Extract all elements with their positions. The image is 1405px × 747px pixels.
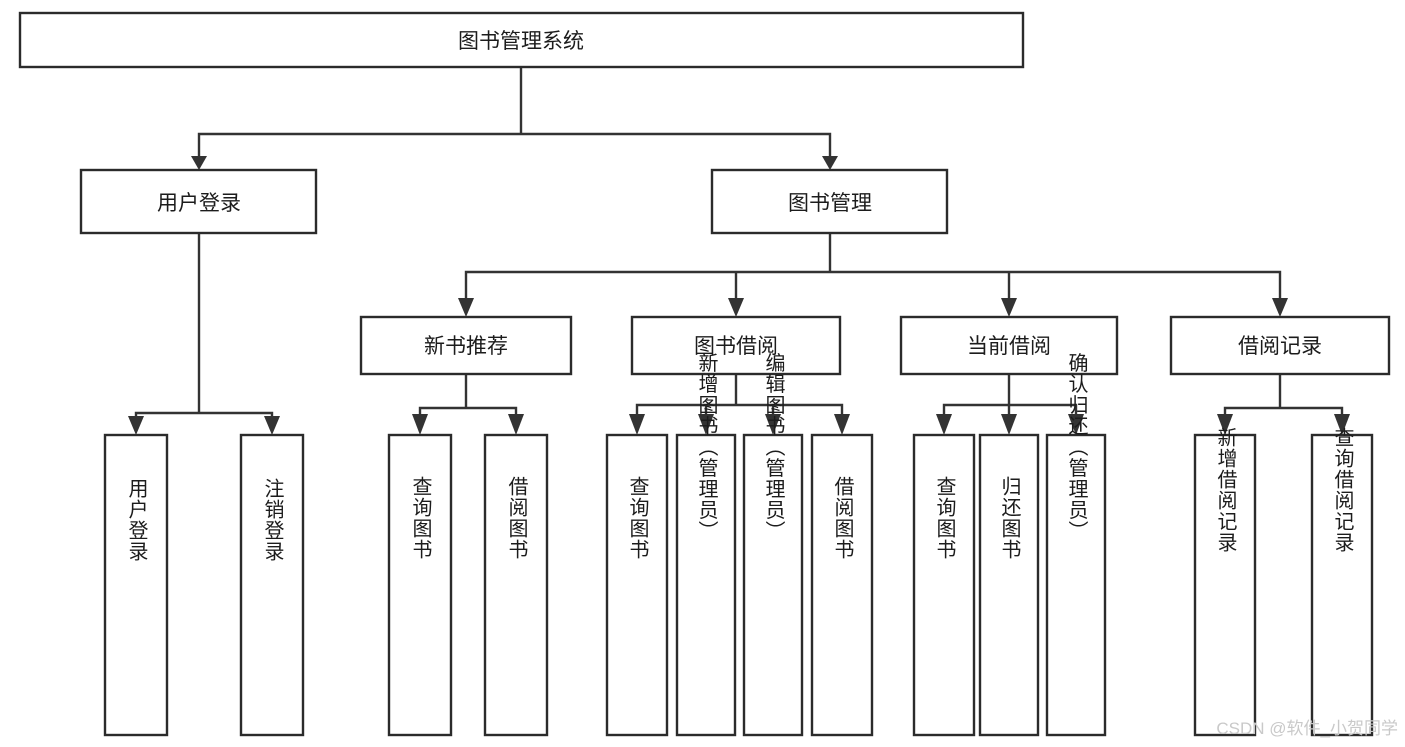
leaf-return-book-box[interactable] [978,433,1040,737]
leaf-return-book-label: 归还图书 [998,476,1021,560]
arrow-to-leaf-add-record [1217,414,1233,435]
arrow-to-leaf-query-book-1 [412,414,428,435]
book-manage-box[interactable] [710,168,949,235]
node-leaf-query-book-1[interactable]: 查询图书 [387,433,453,737]
node-leaf-add-record[interactable]: 新增借阅记录 [1193,427,1257,737]
borrow-record-box[interactable] [1169,315,1391,376]
current-borrow-label: 当前借阅 [967,335,1051,358]
node-leaf-add-book[interactable]: 新增图书（管理员） [675,352,737,737]
node-leaf-borrow-book-1[interactable]: 借阅图书 [483,433,549,737]
leaf-add-book-box[interactable] [675,433,737,737]
new-book-rec-label: 新书推荐 [424,335,508,358]
leaf-user-logout-label: 注销登录 [261,478,284,562]
leaf-borrow-book-2-label: 借阅图书 [831,476,854,560]
arrow-to-leaf-add-book [698,414,714,435]
leaf-confirm-return-box[interactable] [1045,433,1107,737]
node-leaf-user-login[interactable]: 用户登录 [103,433,169,737]
arrow-to-leaf-query-book-2 [629,414,645,435]
node-book-borrow[interactable]: 图书借阅 [630,315,842,376]
arrow-to-leaf-query-book-3 [936,414,952,435]
edge-book-manage-to-level3 [464,231,1282,302]
node-leaf-query-book-3[interactable]: 查询图书 [912,433,976,737]
leaf-query-book-2-label: 查询图书 [626,476,649,560]
leaf-query-book-1-box[interactable] [387,433,453,737]
arrow-to-leaf-borrow-book-1 [508,414,524,435]
leaf-borrow-book-1-box[interactable] [483,433,549,737]
leaf-user-login-label: 用户登录 [125,478,148,562]
leaf-add-book-label: 新增图书（管理员） [695,352,718,541]
node-leaf-edit-book[interactable]: 编辑图书（管理员） [742,352,804,737]
user-login-box[interactable] [79,168,318,235]
node-leaf-query-book-2[interactable]: 查询图书 [605,433,669,737]
edge-user-login-to-leaves [134,231,274,422]
leaf-add-record-label: 新增借阅记录 [1214,427,1237,553]
leaf-borrow-book-1-label: 借阅图书 [505,476,528,560]
arrow-to-new-book-rec [458,298,474,317]
arrow-to-leaf-edit-book [765,414,781,435]
csdn-watermark: CSDN @软件_小贺同学 [1216,719,1398,738]
leaf-confirm-return-label: 确认归还（管理员） [1065,352,1088,541]
node-current-borrow[interactable]: 当前借阅 [899,315,1119,376]
leaf-query-book-1-label: 查询图书 [409,476,432,560]
node-leaf-user-logout[interactable]: 注销登录 [239,433,305,737]
edge-current-borrow-to-leaves [942,372,1078,420]
new-book-rec-box[interactable] [359,315,573,376]
node-leaf-confirm-return[interactable]: 确认归还（管理员） [1045,352,1107,737]
arrow-to-user-login [191,156,207,170]
leaf-add-record-box[interactable] [1193,433,1257,737]
root-box[interactable] [18,11,1025,69]
arrow-to-leaf-borrow-book-2 [834,414,850,435]
edge-new-book-rec-to-leaves [418,372,518,420]
arrow-to-leaf-user-logout [264,416,280,435]
user-login-label: 用户登录 [157,192,241,215]
node-new-book-rec[interactable]: 新书推荐 [359,315,573,376]
leaf-user-login-box[interactable] [103,433,169,737]
current-borrow-box[interactable] [899,315,1119,376]
arrow-to-borrow-record [1272,298,1288,317]
leaf-query-book-2-box[interactable] [605,433,669,737]
leaf-query-book-3-box[interactable] [912,433,976,737]
node-leaf-return-book[interactable]: 归还图书 [978,433,1040,737]
borrow-record-label: 借阅记录 [1238,335,1322,358]
arrow-to-leaf-user-login [128,416,144,435]
node-leaf-borrow-book-2[interactable]: 借阅图书 [810,433,874,737]
node-user-login[interactable]: 用户登录 [79,168,318,235]
leaf-query-book-3-label: 查询图书 [933,476,956,560]
node-root[interactable]: 图书管理系统 [18,11,1025,69]
book-borrow-label: 图书借阅 [694,335,778,358]
edge-layer [128,65,1350,435]
arrow-to-leaf-query-record [1334,414,1350,435]
leaf-edit-book-box[interactable] [742,433,804,737]
book-borrow-box[interactable] [630,315,842,376]
leaf-user-logout-box[interactable] [239,433,305,737]
arrow-to-leaf-confirm-return [1068,414,1084,435]
node-borrow-record[interactable]: 借阅记录 [1169,315,1391,376]
edge-root-to-level2 [197,65,832,160]
edge-borrow-record-to-leaves [1223,372,1344,420]
edge-book-borrow-to-leaves [635,372,844,420]
arrow-to-book-manage [822,156,838,170]
node-leaf-query-record[interactable]: 查询借阅记录 [1310,427,1374,737]
book-manage-label: 图书管理 [788,192,872,215]
arrow-to-book-borrow [728,298,744,317]
leaf-borrow-book-2-box[interactable] [810,433,874,737]
node-book-manage[interactable]: 图书管理 [710,168,949,235]
root-label: 图书管理系统 [458,30,584,53]
arrow-to-current-borrow [1001,298,1017,317]
arrow-to-leaf-return-book [1001,414,1017,435]
leaf-edit-book-label: 编辑图书（管理员） [762,352,785,541]
leaf-query-record-label: 查询借阅记录 [1331,427,1354,553]
leaf-query-record-box[interactable] [1310,433,1374,737]
